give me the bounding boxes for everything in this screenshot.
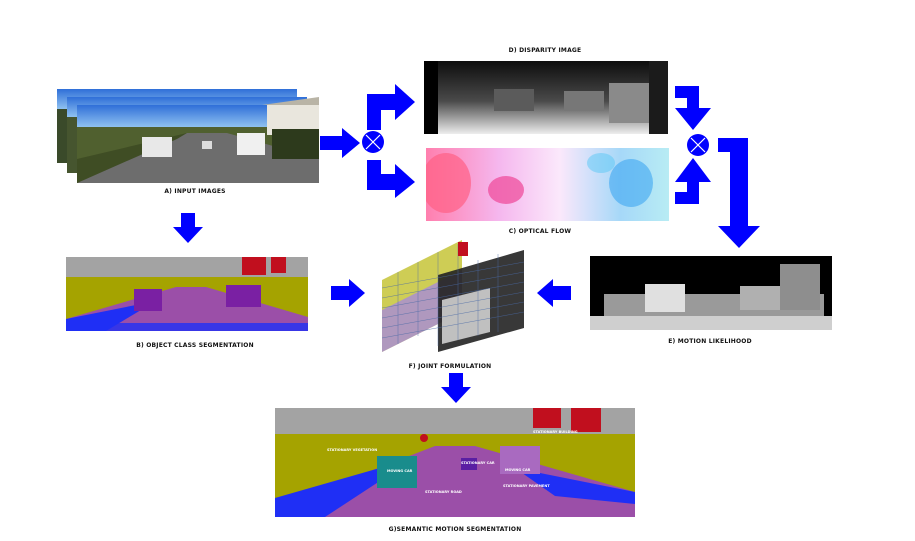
joint-formulation-graphic xyxy=(378,240,528,358)
arrow-flow-up xyxy=(675,158,711,204)
semantic-motion-segmentation-image: STATIONARY VEGETATION MOVING CAR STATION… xyxy=(275,408,635,517)
caption-semantic-motion-segmentation: G)SEMANTIC MOTION SEGMENTATION xyxy=(388,526,522,533)
caption-input-images: A) INPUT IMAGES xyxy=(164,188,226,195)
merge-operator-2-icon xyxy=(687,134,709,156)
caption-optical-flow: C) OPTICAL FLOW xyxy=(508,228,572,235)
caption-disparity: D) DISPARITY IMAGE xyxy=(508,47,582,54)
caption-object-class-segmentation: B) OBJECT CLASS SEGMENTATION xyxy=(136,342,254,349)
arrow-input-down xyxy=(173,213,203,243)
arrow-motion-to-joint xyxy=(537,279,571,307)
input-frame-front xyxy=(77,97,319,183)
motion-likelihood-image xyxy=(590,256,832,330)
arrow-to-motion xyxy=(718,138,760,248)
input-images-stack xyxy=(57,89,319,183)
arrow-to-disparity xyxy=(367,84,415,130)
label-stationary-pavement: STATIONARY PAVEMENT xyxy=(503,484,550,488)
arrow-segmentation-to-joint xyxy=(331,279,365,307)
caption-motion-likelihood: E) MOTION LIKELIHOOD xyxy=(668,338,752,345)
arrow-right-1 xyxy=(320,128,360,158)
caption-joint-formulation: F) JOINT FORMULATION xyxy=(408,363,492,370)
optical-flow-image xyxy=(426,148,669,221)
disparity-image xyxy=(424,61,668,134)
label-stationary-road: STATIONARY ROAD xyxy=(425,490,462,494)
label-moving-car: MOVING CAR xyxy=(387,469,413,473)
arrow-joint-down xyxy=(441,373,471,403)
label-moving-car-2: MOVING CAR xyxy=(505,468,531,472)
label-stationary-building: STATIONARY BUILDING xyxy=(533,430,578,434)
merge-operator-1-icon xyxy=(362,131,384,153)
label-stationary-vegetation: STATIONARY VEGETATION xyxy=(327,448,378,452)
label-stationary-car: STATIONARY CAR xyxy=(461,461,495,465)
arrow-to-optical-flow xyxy=(367,160,415,198)
object-class-segmentation-image xyxy=(66,257,308,331)
arrow-disparity-down xyxy=(675,86,711,130)
input-images-panel xyxy=(57,89,319,183)
